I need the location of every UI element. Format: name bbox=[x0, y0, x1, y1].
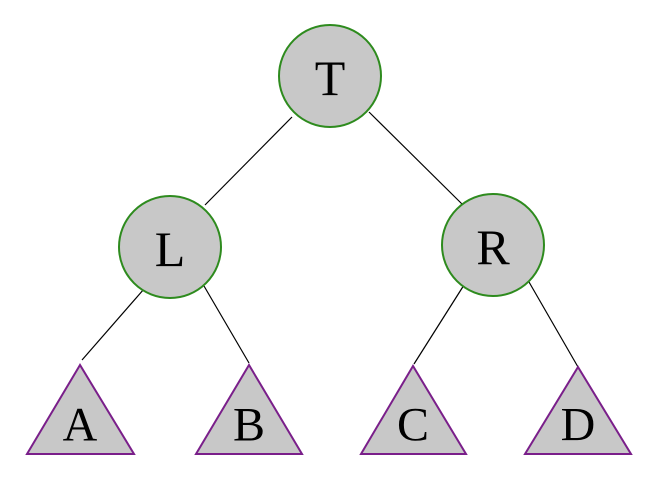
node-t-circle bbox=[278, 24, 382, 128]
subtree-a-label: A bbox=[63, 399, 98, 452]
edges bbox=[81, 111, 579, 368]
node-r-label: R bbox=[476, 219, 510, 275]
subtree-b-label: B bbox=[233, 399, 265, 452]
subtree-a: A bbox=[25, 363, 136, 455]
node-l: L bbox=[118, 195, 222, 299]
subtree-c-label: C bbox=[397, 399, 429, 452]
edge-l-b bbox=[203, 285, 250, 364]
node-t: T bbox=[278, 24, 382, 128]
node-t-label: T bbox=[315, 50, 346, 106]
subtree-b: B bbox=[194, 363, 304, 455]
edge-r-d bbox=[528, 281, 579, 368]
node-l-label: L bbox=[155, 221, 186, 277]
node-r: R bbox=[441, 193, 545, 297]
subtree-c: C bbox=[359, 364, 468, 455]
edge-t-r bbox=[368, 111, 463, 205]
subtree-c-triangle bbox=[359, 364, 468, 455]
node-l-circle bbox=[118, 195, 222, 299]
subtree-d: D bbox=[523, 365, 633, 455]
node-r-circle bbox=[441, 193, 545, 297]
subtree-a-triangle bbox=[25, 363, 136, 455]
edge-l-a bbox=[81, 288, 145, 361]
edge-r-c bbox=[413, 284, 465, 365]
subtree-b-triangle bbox=[194, 363, 304, 455]
subtree-d-label: D bbox=[561, 399, 596, 452]
subtree-d-triangle bbox=[523, 365, 633, 455]
edge-t-l bbox=[204, 116, 293, 206]
